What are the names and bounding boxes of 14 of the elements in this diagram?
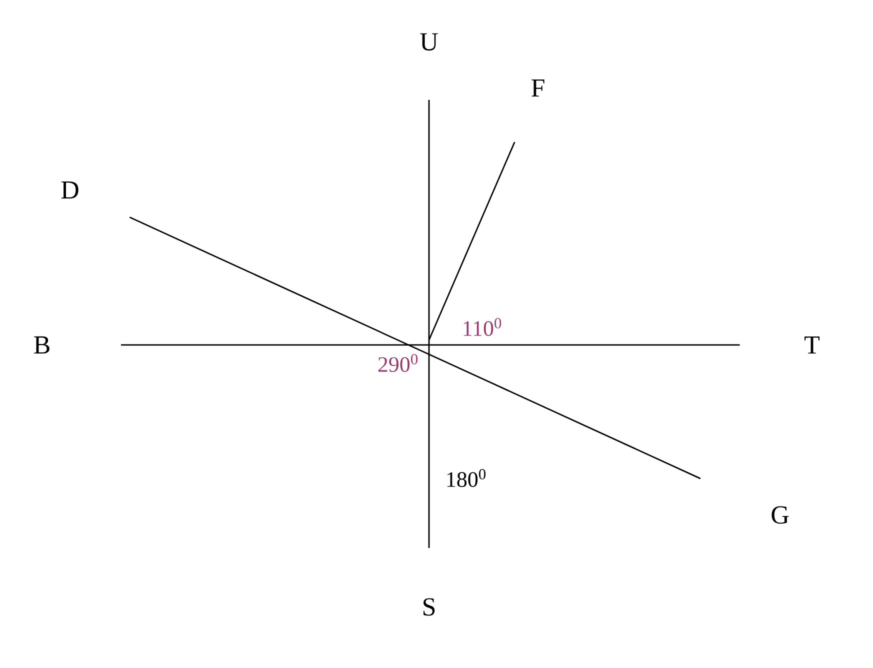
point-label: F xyxy=(532,79,544,96)
line xyxy=(120,344,740,346)
line xyxy=(428,100,430,548)
point-label: U xyxy=(420,33,438,51)
point-label: D xyxy=(61,181,78,199)
point-label: G xyxy=(772,506,789,524)
line xyxy=(428,142,516,340)
angle-label: 110$^{0}$ xyxy=(464,318,502,336)
angle-label: 180$^{0}$ xyxy=(447,469,486,487)
line xyxy=(129,216,701,480)
point-label: B xyxy=(34,336,50,354)
point-label: S xyxy=(424,598,435,616)
angle-label: 290$^{0}$ xyxy=(378,354,418,372)
point-label: T xyxy=(804,336,820,354)
